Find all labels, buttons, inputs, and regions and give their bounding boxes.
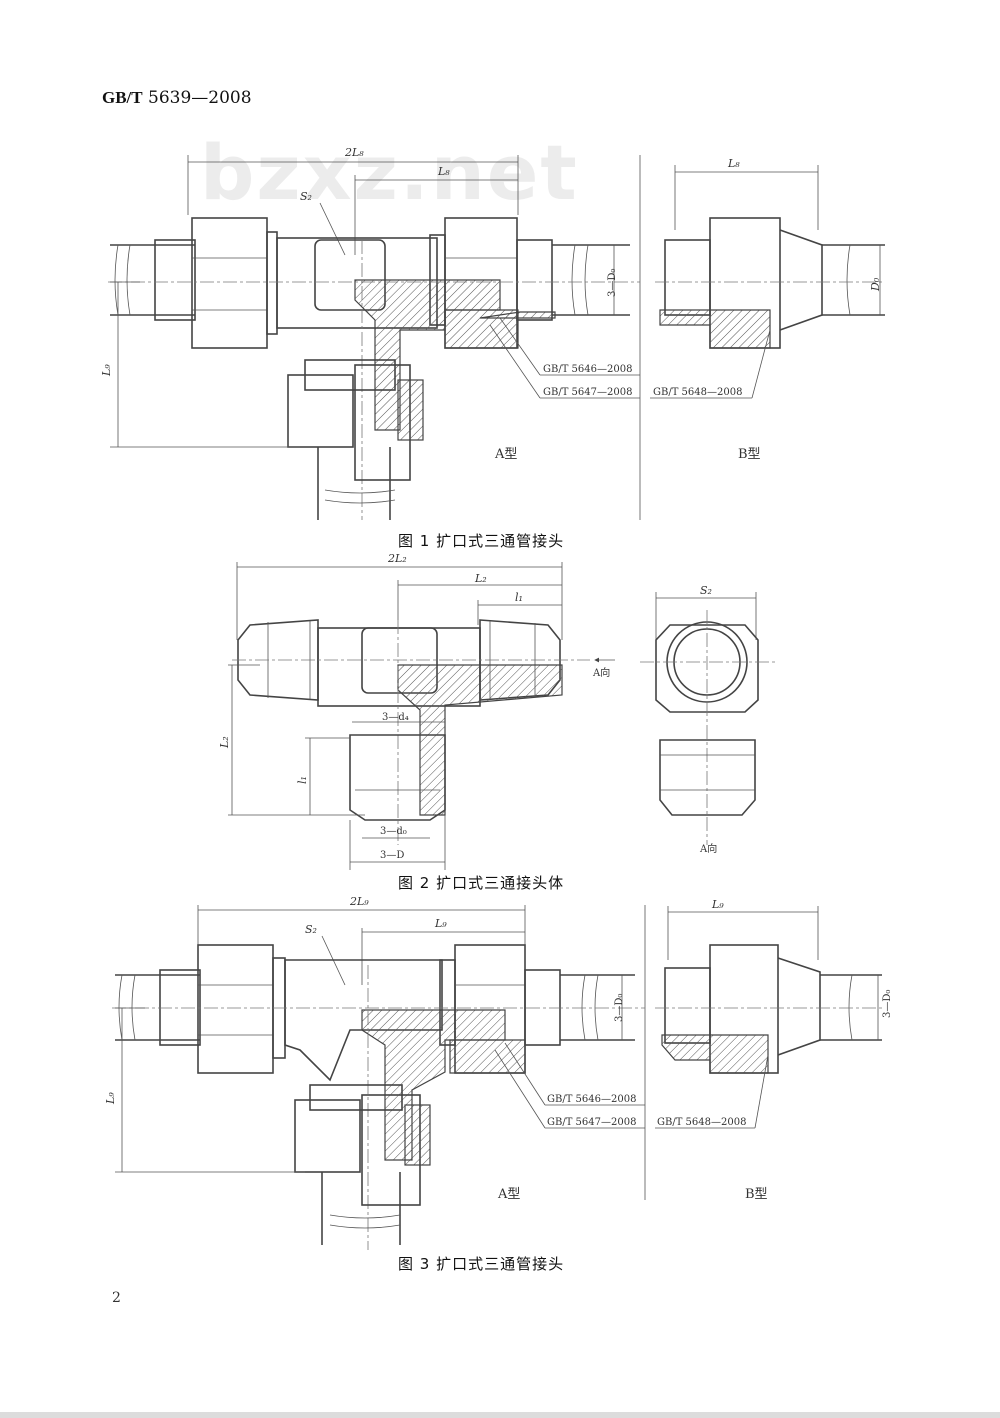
fig3-dim-right: L₉ [711,898,724,911]
fig2-dim-half: L₂ [474,572,487,585]
page-header: GB/T 5639—2008 [102,88,252,108]
standard-prefix: GB/T [102,88,143,107]
fig1-type-a: A型 [494,447,517,462]
page-bottom-edge [0,1412,1000,1418]
fig1-wrench: S₂ [300,190,312,203]
fig1-dim-half: L₈ [437,165,450,178]
fig2-d0: 3—d₀ [380,826,407,837]
fig1-dim-total: 2L₈ [344,146,364,159]
fig1-dia: 3—D₀ [607,269,618,297]
fig2-d4: 3—d₄ [382,712,409,723]
fig3-ref2: GB/T 5647—2008 [547,1117,636,1128]
fig2-dim-total: 2L₂ [387,552,407,565]
figure-1-drawing: 2L₈ L₈ S₂ [100,146,885,520]
fig1-dia-right: D₀ [869,277,882,292]
fig2-dim-l1-side: l₁ [296,776,309,784]
fig1-ref1: GB/T 5646—2008 [543,364,632,375]
figure-2-drawing: 2L₂ L₂ l₁ 3—d₄ 3—d₀ 3—D L₂ [218,552,775,870]
fig2-d: 3—D [380,850,404,861]
fig3-dia-right: 3—D₀ [882,990,893,1018]
fig3-type-a: A型 [497,1187,520,1202]
fig3-ref1: GB/T 5646—2008 [547,1094,636,1105]
fig1-type-b: B型 [738,447,761,462]
watermark: bzxz.net [200,128,579,217]
figure-3-drawing: 2L₉ L₉ S₂ L₉ [104,895,893,1250]
fig3-ref3: GB/T 5648—2008 [657,1117,746,1128]
fig2-dim-side: L₂ [218,736,231,749]
fig3-type-b: B型 [745,1187,768,1202]
figure-2-caption: 图 2 扩口式三通接头体 [398,874,565,892]
fig2-view-a2: A向 [699,842,717,855]
fig3-dia: 3—D₀ [614,994,625,1022]
fig3-dim-side: L₉ [104,1092,117,1105]
fig3-wrench: S₂ [305,923,317,936]
page-number: 2 [112,1290,121,1306]
fig1-ref3: GB/T 5648—2008 [653,387,742,398]
fig3-dim-half: L₉ [434,917,447,930]
fig1-ref2: GB/T 5647—2008 [543,387,632,398]
standard-number: 5639—2008 [148,88,252,108]
fig1-dim-side: L₉ [100,364,113,377]
fig3-dim-total: 2L₉ [349,895,369,908]
fig2-view-a: A向 [592,666,610,679]
figure-1-caption: 图 1 扩口式三通管接头 [398,532,565,550]
figure-3-caption: 图 3 扩口式三通管接头 [398,1255,565,1273]
fig2-wrench: S₂ [700,584,712,597]
fig2-dim-l1: l₁ [515,591,523,604]
fig1-dim-right: L₈ [727,157,740,170]
